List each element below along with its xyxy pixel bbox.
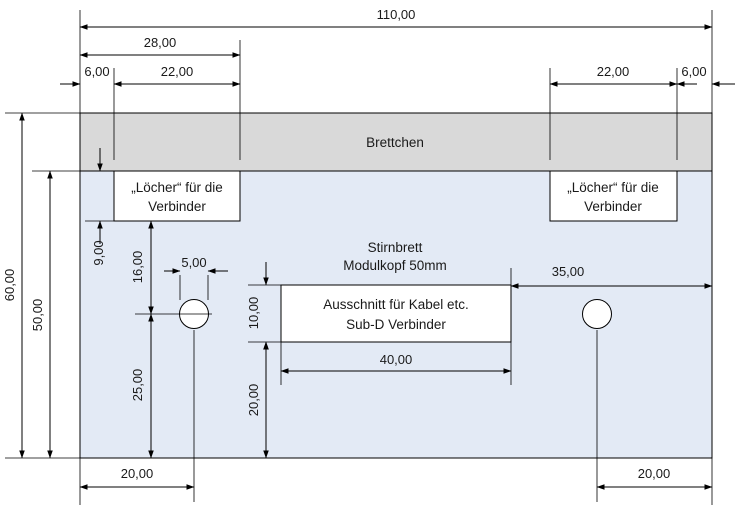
dimension-lines bbox=[19, 24, 735, 490]
loecher-left-box bbox=[113, 170, 241, 222]
dim-cutout-width: 40,00 bbox=[380, 352, 413, 367]
cutout-line1: Ausschnitt für Kabel etc. bbox=[323, 297, 469, 312]
dim-right-hole-offset: 35,00 bbox=[552, 264, 585, 279]
hole-right bbox=[582, 299, 612, 329]
dim-hole-height: 25,00 bbox=[130, 369, 145, 402]
dim-hole-spacing: 16,00 bbox=[130, 251, 145, 284]
dim-hole-diameter: 5,00 bbox=[181, 255, 206, 270]
loecher-left-line1: „Löcher“ für die bbox=[131, 180, 223, 195]
dim-right-hole-width: 22,00 bbox=[597, 64, 630, 79]
loecher-right-line1: „Löcher“ für die bbox=[567, 180, 659, 195]
stirnbrett-line1: Stirnbrett bbox=[368, 240, 423, 255]
dim-cutout-bottom: 20,00 bbox=[246, 384, 261, 417]
stirnbrett-line2: Modulkopf 50mm bbox=[343, 258, 447, 273]
brettchen-label: Brettchen bbox=[366, 135, 424, 150]
dim-left-span: 28,00 bbox=[144, 35, 177, 50]
dim-front-height: 50,00 bbox=[30, 299, 45, 332]
dim-bottom-left: 20,00 bbox=[121, 466, 154, 481]
loecher-left-line2: Verbinder bbox=[148, 199, 206, 214]
cutout-box bbox=[280, 284, 512, 343]
brettchen-panel bbox=[79, 112, 713, 172]
dim-hole-depth: 9,00 bbox=[91, 240, 106, 265]
dim-total-width: 110,00 bbox=[377, 7, 416, 22]
dim-right-offset: 6,00 bbox=[681, 64, 706, 79]
dim-left-offset: 6,00 bbox=[84, 64, 109, 79]
dim-cutout-height: 10,00 bbox=[246, 297, 261, 330]
cutout-line2: Sub-D Verbinder bbox=[346, 317, 446, 332]
dim-bottom-right: 20,00 bbox=[638, 466, 671, 481]
dim-left-hole-width: 22,00 bbox=[161, 64, 194, 79]
loecher-right-line2: Verbinder bbox=[584, 199, 642, 214]
loecher-right-box bbox=[549, 170, 678, 222]
dim-total-height: 60,00 bbox=[2, 269, 17, 302]
